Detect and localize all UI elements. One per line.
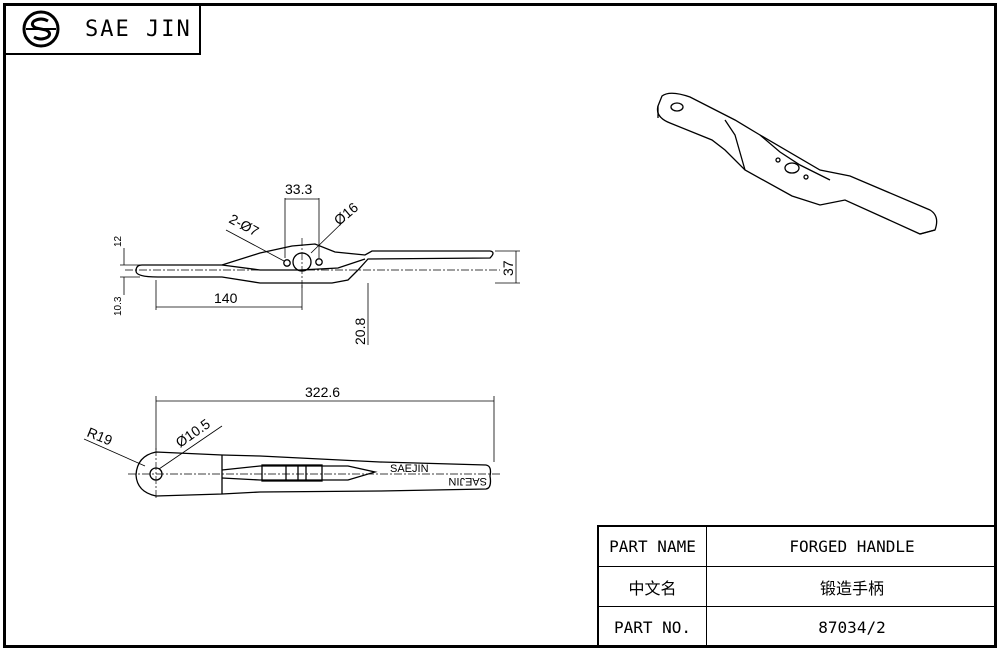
isometric-view [656, 92, 938, 235]
title-block: PART NAME FORGED HANDLE 中文名 锻造手柄 PART NO… [597, 525, 997, 648]
dim-20-8: 20.8 [352, 318, 368, 345]
part-name-value: FORGED HANDLE [789, 537, 915, 556]
side-view-dimensions [120, 198, 520, 345]
dim-r19: R19 [85, 424, 115, 449]
brand-name: SAE JIN [85, 17, 192, 42]
dim-33-3: 33.3 [285, 181, 312, 197]
part-no-value: 87034/2 [818, 618, 886, 637]
plan-view-centerlines [128, 448, 500, 500]
chinese-name-value: 锻造手柄 [819, 578, 884, 598]
dim-center-hole: Ø16 [331, 199, 362, 228]
engraving-top: SAEJIN [390, 463, 429, 475]
dim-12: 12 [113, 235, 124, 247]
plan-view-dimensions [83, 396, 495, 470]
drawing-frame [3, 3, 997, 648]
part-no-label: PART NO. [599, 607, 707, 648]
title-row-part-no: PART NO. 87034/2 [599, 607, 997, 648]
dim-37: 37 [500, 260, 516, 276]
side-view-centerlines [125, 238, 500, 288]
logo-box: SAE JIN [3, 3, 201, 55]
engraving-bottom: SAEJIN [448, 475, 487, 487]
title-row-chinese-name: 中文名 锻造手柄 [599, 567, 997, 607]
dim-140: 140 [214, 290, 238, 306]
dim-eye-hole: Ø10.5 [173, 415, 214, 450]
dim-10-3: 10.3 [113, 296, 124, 316]
dim-2-holes: 2-Ø7 [227, 211, 262, 240]
part-name-label: PART NAME [599, 527, 707, 566]
chinese-name-label: 中文名 [599, 567, 707, 606]
sae-jin-logo-icon [22, 10, 60, 48]
dim-322-6: 322.6 [305, 384, 340, 400]
title-row-part-name: PART NAME FORGED HANDLE [599, 527, 997, 567]
